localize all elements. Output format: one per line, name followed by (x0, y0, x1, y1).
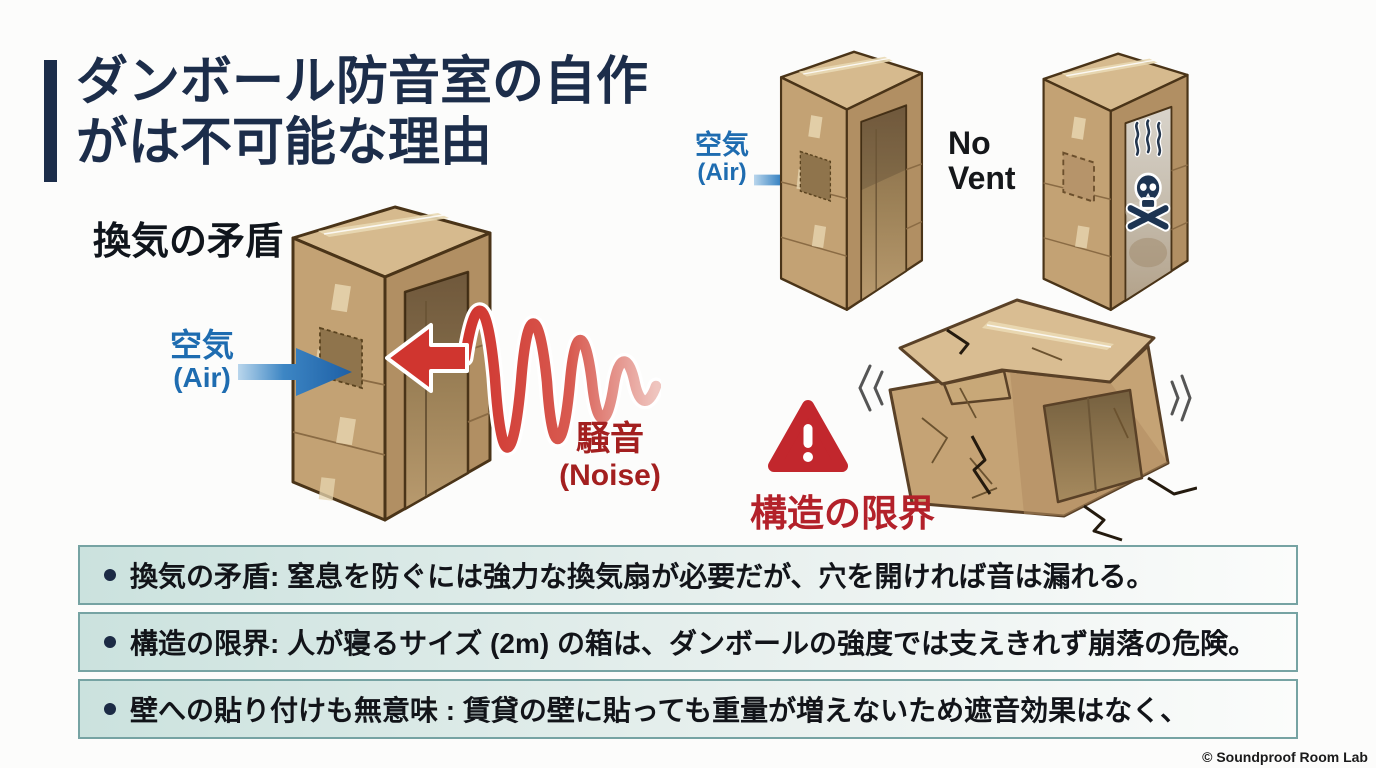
page-title-line1: ダンボール防音室の自作 (76, 53, 649, 111)
steam-icon (1133, 117, 1163, 158)
cardboard-box-with-vent-illustration (779, 50, 924, 311)
bullet-text-structure: 構造の限界: 人が寝るサイズ (2m) の箱は、ダンボールの強度では支えきれず崩… (130, 628, 1257, 659)
cardboard-box-no-vent-illustration (1042, 52, 1189, 312)
bullet-dot (104, 703, 116, 715)
no-vent-label-line2: Vent (948, 160, 1016, 197)
title-accent-bar (44, 60, 57, 182)
warning-icon (768, 400, 848, 472)
bullet-dot (104, 636, 116, 648)
air-label-top-right-jp: 空気 (695, 130, 749, 160)
air-label-left-jp: 空気 (169, 327, 234, 363)
air-label-top-right-en: (Air) (697, 159, 747, 187)
page-title: ダンボール防音室の自作 がは不可能な理由 (76, 52, 648, 174)
bullet-row-ventilation: 換気の矛盾: 窒息を防ぐには強力な換気扇が必要だが、穴を開ければ音は漏れる。 (78, 545, 1298, 605)
copyright-text: © Soundproof Room Lab (1202, 749, 1368, 765)
page-title-line2: がは不可能な理由 (76, 114, 493, 172)
noise-label-jp: 騒音 (576, 420, 644, 458)
no-vent-label-line1: No (948, 125, 991, 161)
bullet-row-wall: 壁への貼り付けも無意味 : 賃貸の壁に貼っても重量が増えないため遮音効果はなく、 (78, 679, 1298, 739)
vent-diagram-heading: 換気の矛盾 (93, 221, 284, 263)
skull-crossbones-icon (1125, 172, 1171, 232)
crushed-box-illustration (858, 298, 1197, 542)
noise-label-en: (Noise) (559, 459, 661, 493)
air-label-left-en: (Air) (173, 361, 231, 393)
bullet-dot (104, 569, 116, 581)
bullet-row-structure: 構造の限界: 人が寝るサイズ (2m) の箱は、ダンボールの強度では支えきれず崩… (78, 612, 1298, 672)
sealed-vent-patch (1062, 151, 1095, 204)
air-label-top-right: 空気 (Air) (682, 130, 762, 187)
air-label-left: 空気 (Air) (152, 328, 252, 393)
shake-marks-icon (858, 364, 1192, 422)
air-arrow-icon (238, 348, 352, 396)
noise-wave-icon (385, 302, 661, 456)
no-vent-label: No Vent (948, 125, 1040, 197)
structure-limit-label: 構造の限界 (750, 493, 935, 534)
bullet-text-wall: 壁への貼り付けも無意味 : 賃貸の壁に貼っても重量が増えないため遮音効果はなく、 (130, 695, 1189, 726)
noise-label: 騒音 (Noise) (548, 420, 672, 494)
bullet-text-ventilation: 換気の矛盾: 窒息を防ぐには強力な換気扇が必要だが、穴を開ければ音は漏れる。 (130, 561, 1155, 592)
vent-hole (799, 150, 832, 202)
